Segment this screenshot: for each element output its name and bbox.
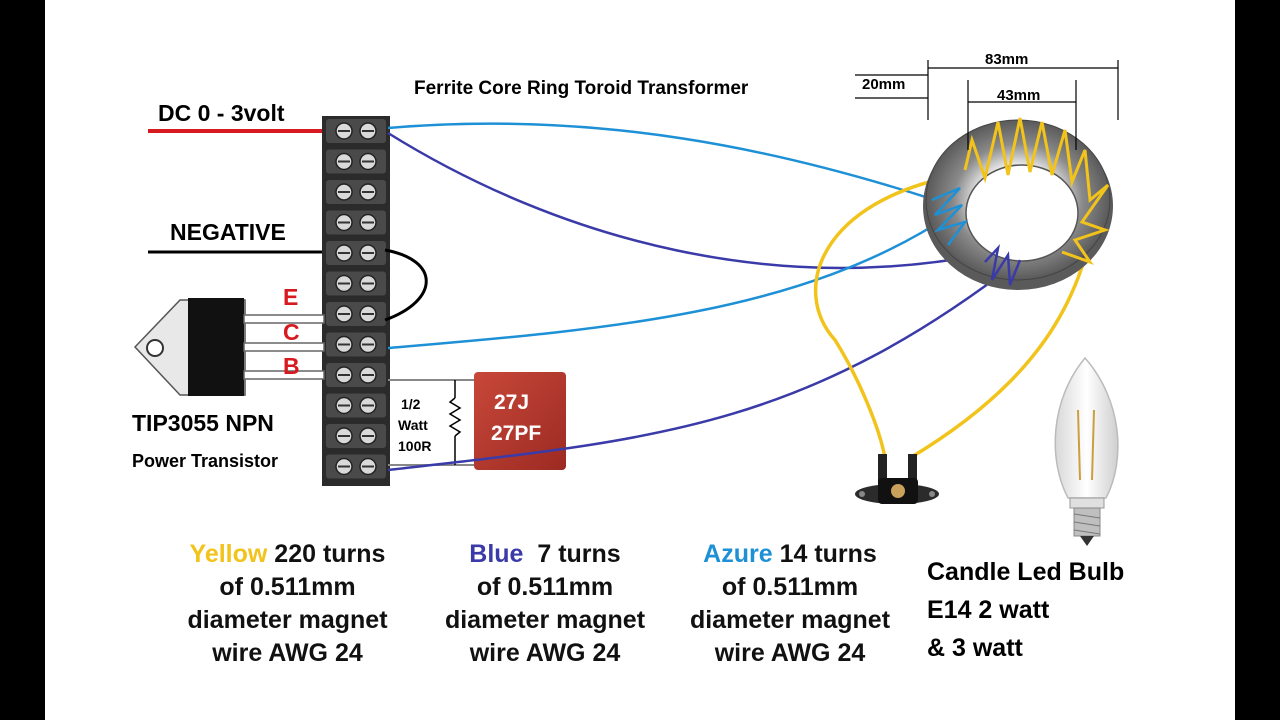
- negative-label: NEGATIVE: [170, 219, 286, 245]
- bulb-line1: Candle Led Bulb: [927, 558, 1125, 586]
- bulb-line2: E14 2 watt: [927, 596, 1050, 624]
- terminal-position: [326, 119, 386, 143]
- core-height-label: 20mm: [862, 76, 906, 93]
- blue-winding-description: Blue 7 turns of 0.511mm diameter magnet …: [425, 538, 665, 670]
- blue-wire-top: [387, 131, 1006, 270]
- terminal-position: [326, 302, 386, 326]
- pin-b-label: B: [283, 353, 300, 379]
- terminal-position: [326, 424, 386, 448]
- jumper-wire: [384, 248, 428, 322]
- terminal-position: [326, 454, 386, 479]
- azure-line4: wire AWG 24: [714, 639, 866, 667]
- yellow-turns: 220 turns: [274, 540, 386, 568]
- terminal-position: [326, 149, 386, 174]
- yellow-winding-description: Yellow 220 turns of 0.511mm diameter mag…: [150, 538, 425, 670]
- candle-bulb: [1054, 356, 1119, 546]
- pin-c-label: C: [283, 319, 300, 345]
- blue-winding: [984, 243, 1022, 286]
- yellow-wire-left: [813, 173, 961, 459]
- blue-wire-bottom: [387, 259, 1021, 472]
- resistor-power-unit: Watt: [398, 417, 428, 433]
- bulb-line3: & 3 watt: [927, 634, 1023, 662]
- terminal-position: [326, 363, 386, 387]
- outer-diameter-label: 83mm: [985, 51, 1029, 68]
- bulb-description: Candle Led Bulb E14 2 watt & 3 watt: [927, 553, 1124, 667]
- transistor-type: Power Transistor: [132, 451, 279, 471]
- resistor-value: 100R: [398, 438, 432, 454]
- azure-winding: [931, 186, 969, 246]
- azure-wire-bottom: [387, 213, 951, 350]
- transistor: [133, 298, 325, 396]
- resistor-power-fraction: 1/2: [401, 396, 421, 412]
- blue-color-name: Blue: [469, 540, 524, 568]
- resistor-symbol: [448, 397, 462, 437]
- terminal-position: [326, 271, 386, 296]
- terminal-position: [326, 180, 386, 204]
- terminal-block: [322, 116, 390, 486]
- capacitor-value: 27PF: [491, 422, 542, 445]
- yellow-line2: of 0.511mm: [219, 573, 356, 601]
- diagram-title: Ferrite Core Ring Toroid Transformer: [414, 78, 749, 99]
- azure-wire-top: [387, 122, 936, 202]
- inner-diameter-label: 43mm: [997, 87, 1041, 104]
- azure-line3: diameter magnet: [689, 606, 891, 634]
- blue-line2: of 0.511mm: [476, 573, 614, 601]
- azure-winding-description: Azure 14 turns of 0.511mm diameter magne…: [670, 538, 910, 670]
- terminal-position: [326, 241, 386, 265]
- pin-e-label: E: [283, 284, 299, 310]
- yellow-color-name: Yellow: [189, 540, 268, 568]
- blue-turns: 7 turns: [537, 540, 621, 568]
- yellow-line3: diameter magnet: [187, 606, 388, 634]
- capacitor: [474, 372, 566, 470]
- capacitor-code: 27J: [494, 391, 530, 414]
- blue-line4: wire AWG 24: [469, 639, 621, 667]
- azure-line2: of 0.511mm: [721, 573, 859, 601]
- terminal-position: [326, 210, 386, 235]
- dc-input-label: DC 0 - 3volt: [158, 100, 285, 126]
- toroid-core: [923, 119, 1113, 290]
- terminal-position: [326, 393, 386, 418]
- blue-line3: diameter magnet: [444, 606, 646, 634]
- azure-color-name: Azure: [703, 540, 773, 568]
- azure-turns: 14 turns: [779, 540, 877, 568]
- yellow-winding: [963, 117, 1110, 265]
- bulb-socket: [855, 454, 939, 504]
- yellow-line4: wire AWG 24: [212, 639, 363, 667]
- transistor-name: TIP3055 NPN: [132, 410, 274, 436]
- terminal-position: [326, 332, 386, 357]
- dimension-lines: [855, 60, 1119, 150]
